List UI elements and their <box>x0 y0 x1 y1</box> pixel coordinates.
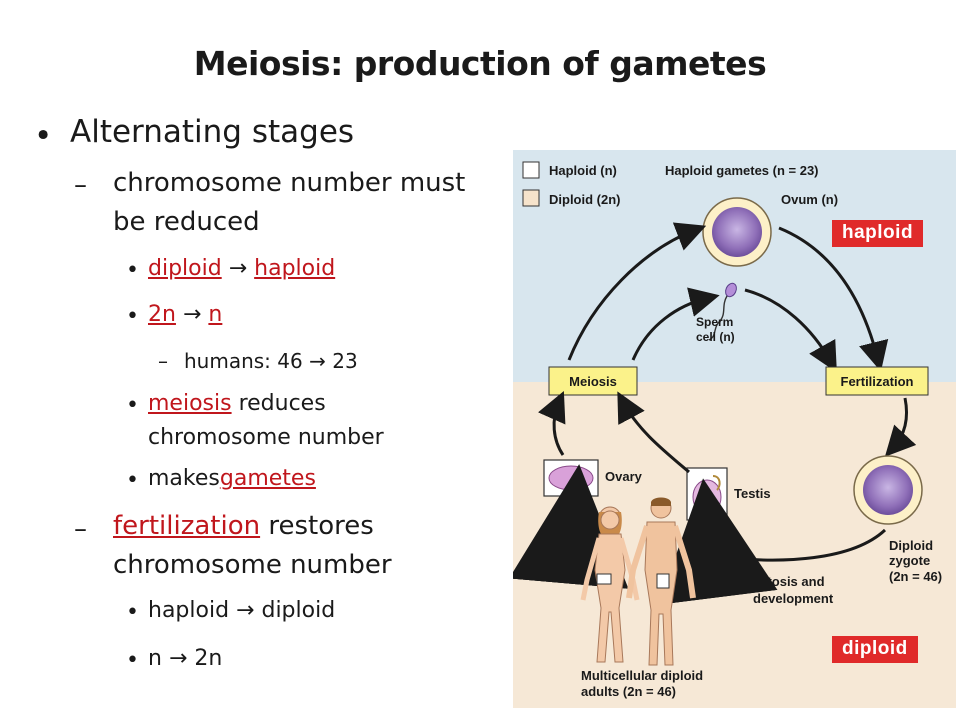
ovary-icon <box>543 459 599 497</box>
ovary-label: Ovary <box>605 469 643 484</box>
bullet-dot: • <box>126 468 139 493</box>
bullet-dot: • <box>34 118 53 154</box>
zygote-label-line2: zygote <box>889 553 930 568</box>
arrow-icon: → <box>236 598 255 623</box>
ovum-to-fertilization-arrow <box>778 226 889 372</box>
meiosis-to-ovum-arrow <box>567 222 707 361</box>
bullet-dot: • <box>126 258 139 283</box>
humans-line: humans: 46 → 23 <box>184 349 358 373</box>
arrow-icon: → <box>309 349 326 373</box>
makes-text: makes <box>148 466 220 491</box>
2n-plain-text: 2n <box>194 646 223 671</box>
female-adult-icon <box>580 506 640 663</box>
fertilization-box <box>825 366 929 396</box>
zygote-label-line1: Diploid <box>889 538 933 553</box>
haploid-tag: haploid <box>832 220 924 247</box>
chromosome-number-text: chromosome number <box>148 425 384 450</box>
diploid-tag: diploid <box>832 636 918 663</box>
zygote-cell-icon <box>853 455 923 525</box>
legend-diploid-label: Diploid (2n) <box>549 192 621 207</box>
haploid-gametes-label: Haploid gametes (n = 23) <box>665 163 819 178</box>
adults-label-line1: Multicellular diploid <box>581 668 703 683</box>
meiosis-reduces-line: meiosis reduces <box>148 391 326 416</box>
legend-haploid-swatch <box>522 161 540 179</box>
arrow-icon: → <box>168 646 188 671</box>
meiosis-box <box>548 366 638 396</box>
diploid-haploid-line: diploid → haploid <box>148 256 335 281</box>
chromosome-number-2-text: chromosome number <box>113 550 392 580</box>
testis-to-meiosis-arrow <box>617 391 690 474</box>
restores-text: restores <box>268 511 374 541</box>
bullet-chromosome-reduced-2: be reduced <box>113 207 260 237</box>
sperm-to-fertilization-arrow <box>744 288 837 373</box>
haploid-diploid-line: haploid → diploid <box>148 598 335 623</box>
slide-title: Meiosis: production of gametes <box>193 44 767 83</box>
arrow-icon: → <box>182 302 202 327</box>
reduces-text: reduces <box>238 391 326 416</box>
adults-label-line2: adults (2n = 46) <box>581 684 676 699</box>
fertilization-box-label: Fertilization <box>841 374 914 389</box>
testis-label: Testis <box>734 486 771 501</box>
gametes-text: gametes <box>219 466 316 491</box>
23-text: 23 <box>332 349 358 373</box>
n-plain-text: n <box>148 646 162 671</box>
life-cycle-figure: Haploid (n) Diploid (2n) Haploid gametes… <box>513 150 956 708</box>
dash: – <box>74 514 87 544</box>
fertilization-line: fertilization restores <box>113 511 374 541</box>
makes-gametes-line: makesgametes <box>148 466 316 491</box>
mitosis-label-line1: Mitosis and <box>753 574 825 589</box>
haploid-text: haploid <box>254 256 336 281</box>
legend-diploid-swatch <box>522 189 540 207</box>
mitosis-label-line2: development <box>753 591 834 606</box>
testis-icon <box>686 467 728 521</box>
bullet-dot: • <box>126 304 139 329</box>
bullet-chromosome-reduced-1: chromosome number must <box>113 168 466 198</box>
fertilization-to-zygote-arrow <box>884 397 917 457</box>
fertilization-text: fertilization <box>113 511 261 541</box>
meiosis-box-label: Meiosis <box>569 374 617 389</box>
sperm-label-line2: cell (n) <box>696 330 735 344</box>
n-2n-line: n → 2n <box>148 646 222 671</box>
legend-haploid-label: Haploid (n) <box>549 163 617 178</box>
meiosis-to-sperm-arrow <box>631 287 720 361</box>
diploid-plain-text: diploid <box>261 598 336 623</box>
2n-n-line: 2n → n <box>148 302 222 327</box>
dash: – <box>74 170 87 200</box>
bullet-alternating-stages: Alternating stages <box>70 114 355 150</box>
humans-text: humans: 46 <box>184 349 303 373</box>
sperm-label-line1: Sperm <box>696 315 733 329</box>
sperm-cell-icon <box>708 282 737 341</box>
ovum-label: Ovum (n) <box>781 192 838 207</box>
diploid-text: diploid <box>148 256 222 281</box>
dash: – <box>158 349 168 373</box>
bullet-dot: • <box>126 600 139 625</box>
arrow-icon: → <box>228 256 248 281</box>
ovum-cell-icon <box>702 197 772 267</box>
ovary-to-meiosis-arrow <box>537 391 566 456</box>
zygote-label-line3: (2n = 46) <box>889 569 942 584</box>
n-text: n <box>208 302 223 327</box>
meiosis-text: meiosis <box>148 391 232 416</box>
2n-text: 2n <box>148 302 176 327</box>
male-adult-icon <box>626 497 696 666</box>
bullet-dot: • <box>126 648 139 673</box>
bullet-dot: • <box>126 393 139 418</box>
haploid-plain-text: haploid <box>148 598 230 623</box>
